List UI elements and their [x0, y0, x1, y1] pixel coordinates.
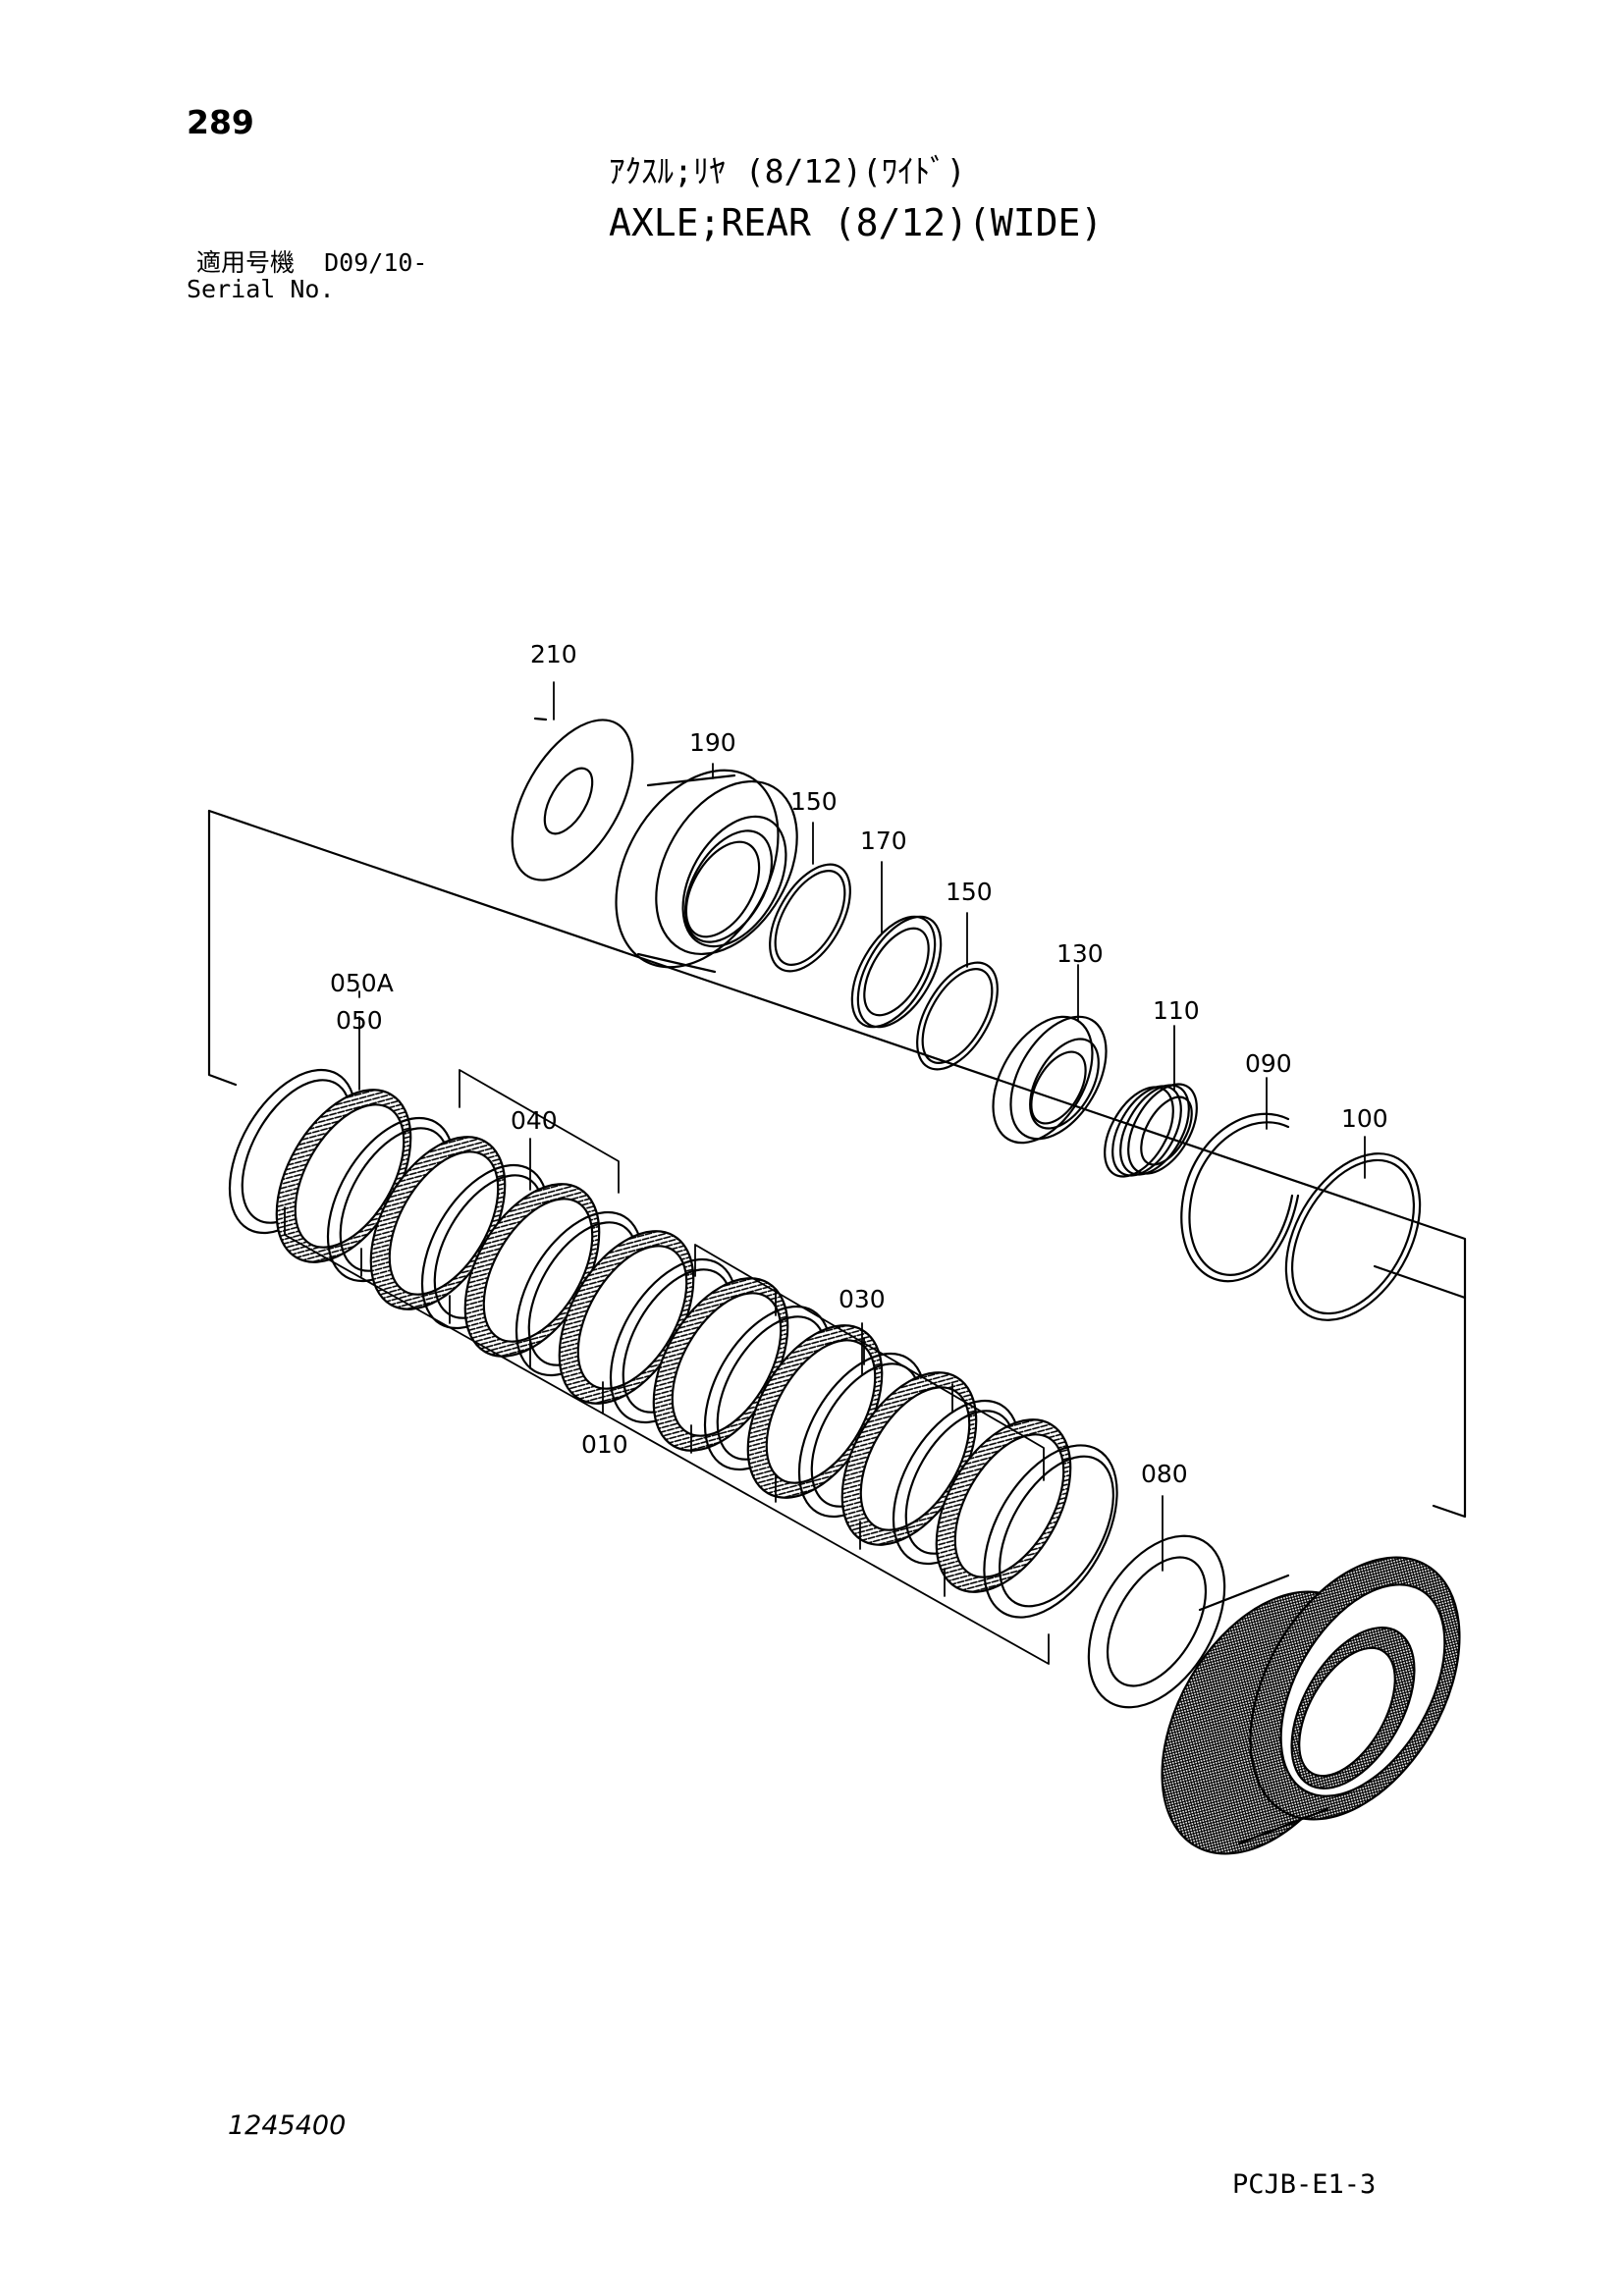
part-130-retainer: [992, 1015, 1108, 1145]
label-part-130: 130: [1056, 939, 1104, 968]
label-part-030: 030: [839, 1285, 886, 1313]
document-number: 1245400: [228, 2110, 347, 2141]
clutch-drum: [1161, 1556, 1461, 1855]
part-210-thrust-washer: [511, 717, 634, 881]
clutch-plate: [983, 1444, 1118, 1619]
clutch-disc-toothed: [275, 1089, 412, 1263]
serial-info: 適用号機 D09/10-: [196, 250, 427, 275]
part-100-ring: [1284, 1152, 1422, 1321]
part-090-snap-ring: [1180, 1112, 1300, 1283]
page-code: PCJB-E1-3: [1232, 2169, 1377, 2200]
part-150-seal-ring-upper: [769, 863, 851, 973]
group-bracket-lines: [284, 1069, 1050, 1665]
page-title-english: AXLE;REAR (8/12)(WIDE): [609, 201, 1104, 244]
label-part-090: 090: [1245, 1049, 1292, 1078]
label-part-170: 170: [860, 827, 907, 855]
label-part-150-lower: 150: [946, 878, 993, 906]
label-part-110: 110: [1153, 996, 1200, 1025]
label-part-080: 080: [1141, 1460, 1188, 1488]
page-title-japanese: ｱｸｽﾙ;ﾘﾔ (8/12)(ﾜｲﾄﾞ): [609, 152, 966, 190]
label-part-050a: 050A: [330, 969, 394, 997]
leader-lines: [358, 681, 1366, 1572]
serial-value: D09/10-: [324, 248, 428, 277]
label-part-210: 210: [530, 640, 577, 668]
page-number: 289: [187, 103, 254, 141]
assembly-frame: [207, 809, 1467, 1519]
label-part-150-upper: 150: [790, 787, 838, 816]
part-190-piston: [615, 769, 798, 974]
label-part-010: 010: [581, 1430, 628, 1459]
part-number-labels: 210 190 150 170 150 130 110 090 100 050A…: [330, 640, 1388, 1488]
label-part-100: 100: [1341, 1104, 1388, 1133]
label-part-190: 190: [689, 728, 736, 757]
part-170-backup-ring: [850, 915, 943, 1029]
label-part-050: 050: [336, 1006, 383, 1035]
clutch-disc-toothed: [463, 1183, 601, 1358]
clutch-disc-toothed: [369, 1136, 507, 1310]
part-150-seal-ring-lower: [916, 961, 999, 1071]
clutch-disc-pack: [228, 1068, 1118, 1619]
serial-label-english: Serial No.: [187, 275, 335, 303]
clutch-disc-toothed: [746, 1324, 884, 1499]
label-part-040: 040: [511, 1106, 558, 1135]
clutch-disc-toothed: [652, 1277, 789, 1452]
part-080-thrust-washer: [1087, 1534, 1226, 1709]
serial-label-japanese: 適用号機: [196, 248, 296, 277]
part-110-spring: [1104, 1083, 1198, 1178]
